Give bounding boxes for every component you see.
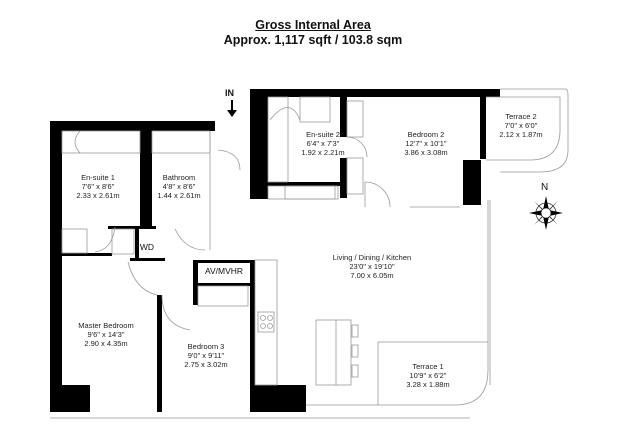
room-bedroom-3: Bedroom 3 9'0" x 9'11" 2.75 x 3.02m [184,342,228,369]
compass-rose-icon [529,196,563,230]
entrance-label: IN [225,88,234,98]
room-living-dining-kitchen: Living / Dining / Kitchen 23'0" x 19'10"… [332,253,412,280]
wd-label: WD [139,242,155,252]
plan-title: Gross Internal Area [255,18,371,32]
room-en-suite-2: En-suite 2 6'4" x 7'3" 1.92 x 2.21m [301,130,345,157]
av-mvhr-label: AV/MVHR [204,266,244,276]
room-bathroom: Bathroom 4'8" x 8'6" 1.44 x 2.61m [157,173,201,200]
plan-area: Approx. 1,117 sqft / 103.8 sqm [223,33,403,47]
room-en-suite-1: En-suite 1 7'6" x 8'6" 2.33 x 2.61m [76,173,120,200]
entrance-arrow-icon [227,100,237,117]
room-bedroom-2: Bedroom 2 12'7" x 10'1" 3.86 x 3.08m [404,130,448,157]
room-master-bedroom: Master Bedroom 9'6" x 14'3" 2.90 x 4.35m [78,321,134,348]
room-terrace-2: Terrace 2 7'0" x 6'0" 2.12 x 1.87m [499,112,543,139]
room-terrace-1: Terrace 1 10'9" x 6'2" 3.28 x 1.88m [406,362,450,389]
north-label: N [541,182,549,193]
